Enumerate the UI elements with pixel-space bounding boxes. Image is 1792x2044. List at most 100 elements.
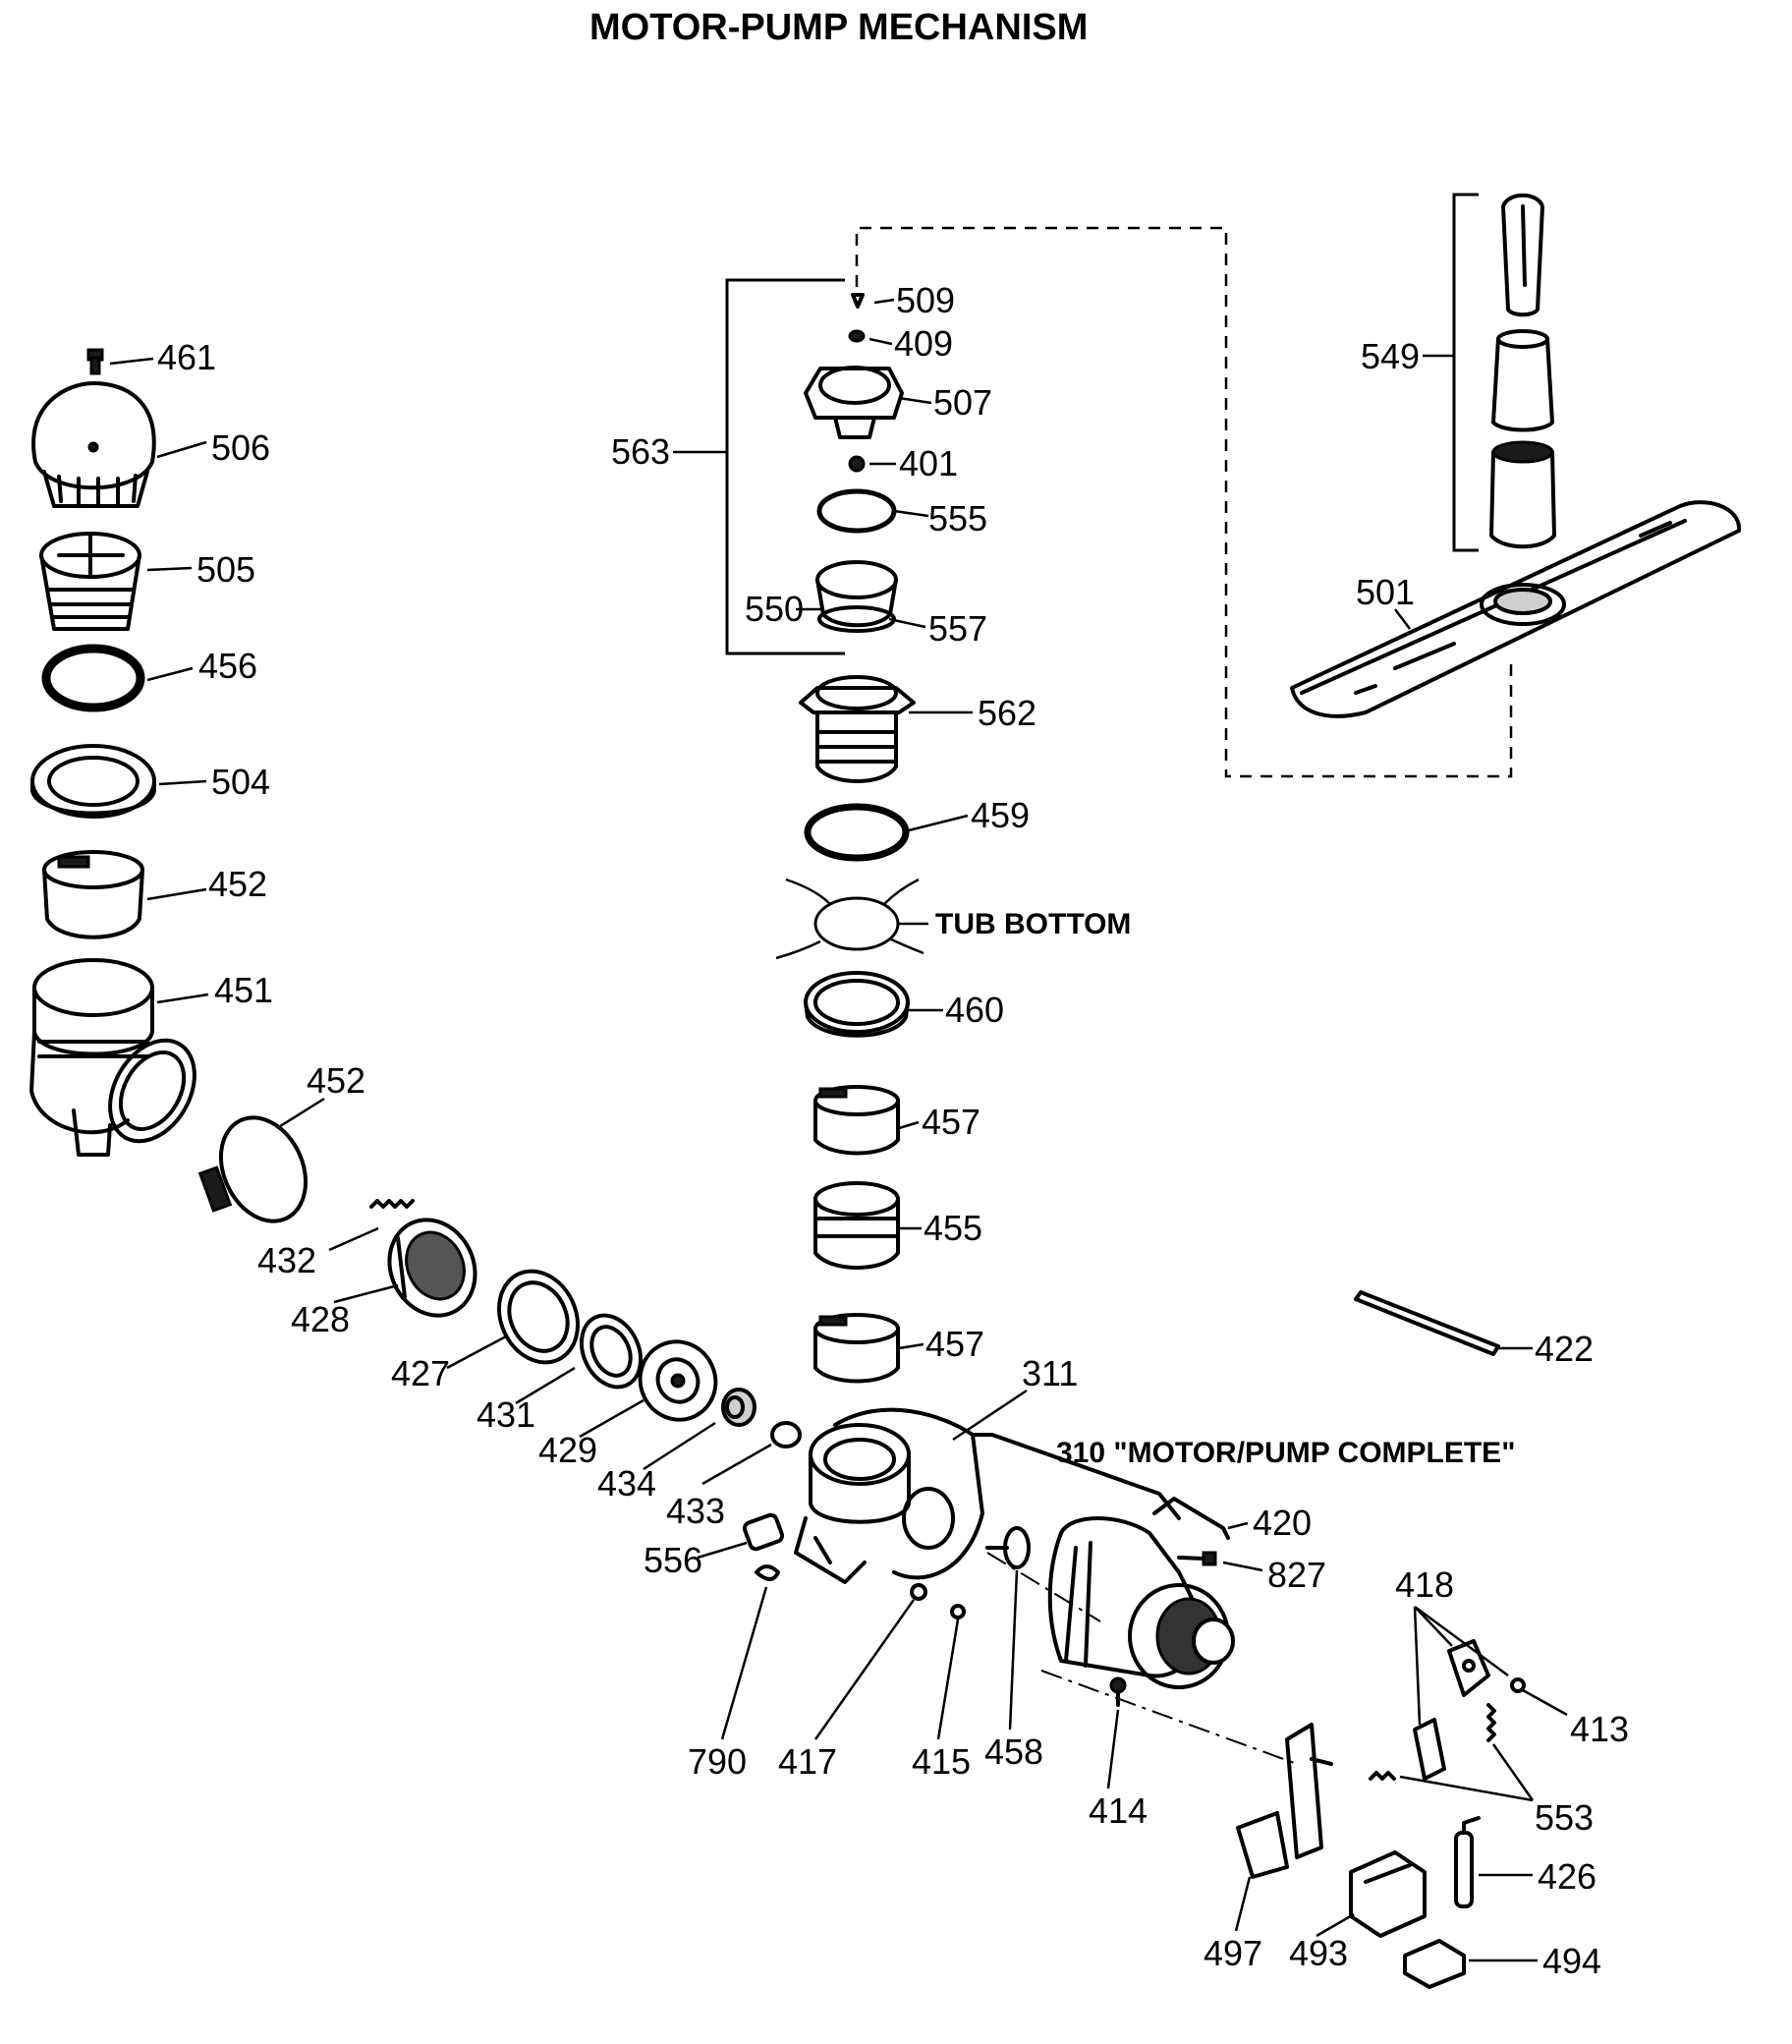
label-827: 827 (1267, 1555, 1326, 1595)
part-409-washer (848, 329, 866, 343)
label-426: 426 (1538, 1856, 1596, 1897)
label-555: 555 (928, 498, 987, 539)
label-557: 557 (928, 608, 987, 649)
part-455-hose (813, 1181, 900, 1270)
label-455: 455 (924, 1208, 982, 1248)
label-790: 790 (688, 1741, 747, 1782)
label-409: 409 (894, 323, 953, 364)
label-504: 504 (211, 762, 270, 802)
tub-bottom (775, 878, 924, 960)
label-422: 422 (1535, 1329, 1594, 1369)
label-550: 550 (745, 589, 804, 629)
label-493: 493 (1289, 1933, 1348, 1973)
part-433-bushing (770, 1421, 802, 1448)
label-509: 509 (896, 280, 955, 320)
label-549: 549 (1361, 336, 1420, 376)
part-506-cover (31, 381, 156, 508)
part-432-spring (369, 1199, 415, 1209)
label-563: 563 (611, 431, 670, 472)
part-549-tubes (1489, 193, 1556, 549)
label-494: 494 (1542, 1941, 1601, 1981)
label-432: 432 (257, 1240, 316, 1280)
label-452-lower: 452 (307, 1060, 365, 1101)
part-461-screw (86, 348, 104, 375)
part-460-ring (804, 971, 910, 1038)
label-417: 417 (778, 1741, 837, 1782)
part-494-actuator (1403, 1939, 1466, 1989)
label-556: 556 (644, 1540, 702, 1580)
part-434-nut (721, 1388, 756, 1427)
label-461: 461 (157, 337, 216, 377)
motor-pump-complete-label: 310 "MOTOR/PUMP COMPLETE" (1056, 1437, 1515, 1469)
part-422-bar (1354, 1290, 1500, 1356)
part-457-clamp (813, 1085, 900, 1156)
label-401: 401 (899, 443, 958, 483)
label-456: 456 (198, 646, 257, 686)
part-509-screw (851, 293, 865, 309)
part-553-spring (1369, 1703, 1496, 1781)
label-459: 459 (971, 795, 1030, 835)
part-451-sump-housing (29, 958, 196, 1157)
label-506: 506 (211, 427, 270, 468)
part-426-float-rod (1454, 1816, 1481, 1908)
part-401-ball (848, 455, 866, 473)
part-507-hub (804, 366, 904, 439)
label-451: 451 (214, 970, 273, 1010)
label-553: 553 (1535, 1797, 1594, 1838)
diagram-title: MOTOR-PUMP MECHANISM (589, 7, 1088, 48)
label-458: 458 (984, 1732, 1043, 1772)
label-460: 460 (945, 990, 1004, 1030)
part-310-motor (971, 1433, 1235, 1689)
part-501-wash-arm (1290, 500, 1742, 718)
part-452-clamp-angled (197, 1115, 308, 1223)
part-556-plug (742, 1512, 785, 1552)
part-458-seal (985, 1526, 1031, 1569)
part-418-bracket (1413, 1605, 1509, 1781)
label-428: 428 (291, 1299, 350, 1339)
tub-bottom-label: TUB BOTTOM (935, 908, 1131, 940)
label-434: 434 (597, 1463, 656, 1504)
label-457: 457 (922, 1102, 980, 1142)
part-493-switch (1349, 1850, 1427, 1938)
bracket-563 (725, 278, 845, 655)
part-497-motor-bracket (1236, 1723, 1333, 1879)
label-433: 433 (666, 1491, 725, 1531)
part-420-wire (1152, 1497, 1230, 1540)
part-429-impeller (638, 1339, 718, 1422)
part-456-o-ring (41, 644, 145, 712)
label-311: 311 (1022, 1353, 1078, 1393)
part-417-washer (910, 1583, 927, 1601)
part-459-gasket (804, 803, 910, 862)
label-501: 501 (1356, 572, 1415, 612)
label-497: 497 (1204, 1933, 1262, 1973)
label-505: 505 (196, 549, 255, 590)
part-562-manifold-body (799, 675, 916, 783)
part-452-clamp (42, 850, 144, 939)
label-431: 431 (476, 1394, 535, 1435)
part-415-screw (950, 1604, 966, 1619)
part-431-ring (579, 1313, 644, 1390)
part-550-557-manifold (815, 560, 898, 633)
label-415: 415 (912, 1741, 971, 1782)
part-457-clamp-lower (813, 1313, 900, 1384)
part-311-pump-housing (794, 1407, 984, 1584)
label-562: 562 (978, 693, 1036, 733)
part-505-strainer (39, 532, 141, 631)
label-452: 452 (208, 864, 267, 904)
part-504-ring-nut (30, 744, 156, 819)
bracket-549 (1452, 193, 1479, 552)
dashed-link (855, 226, 1513, 778)
label-507: 507 (933, 382, 992, 423)
label-413: 413 (1570, 1709, 1629, 1749)
label-427: 427 (391, 1353, 450, 1393)
label-429: 429 (538, 1430, 597, 1470)
label-457-lower: 457 (925, 1324, 984, 1364)
part-428-chopper (387, 1218, 477, 1318)
label-420: 420 (1253, 1503, 1312, 1543)
part-555-gasket (816, 488, 897, 534)
label-414: 414 (1089, 1790, 1148, 1831)
part-427-ring (497, 1269, 580, 1365)
part-827-screw (1177, 1551, 1217, 1566)
part-790-clip (755, 1564, 780, 1581)
